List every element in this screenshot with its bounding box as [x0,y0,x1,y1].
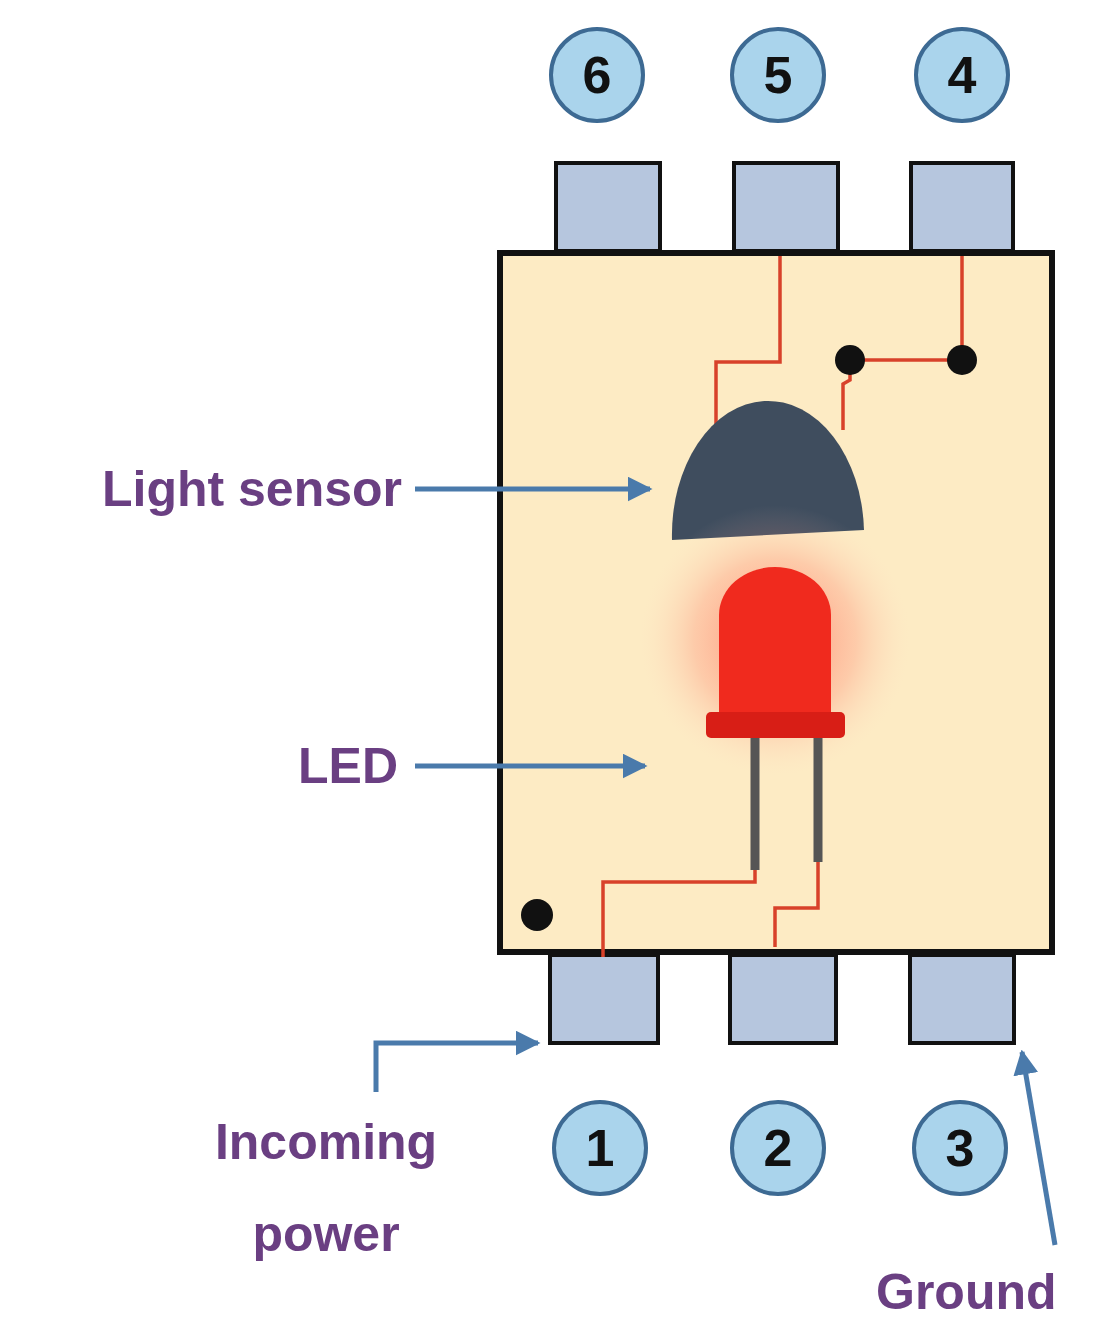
pin-number: 2 [764,1122,793,1174]
pin-number-circle: 1 [552,1100,648,1196]
wire [603,868,755,957]
chip-body [500,253,1052,952]
pin-number-circle: 2 [730,1100,826,1196]
leader-arrow [376,1043,538,1092]
led-glow [640,505,910,775]
wire [716,256,780,425]
pin [911,163,1013,251]
leader-arrow [1022,1052,1055,1245]
pin1-marker [521,899,553,931]
pin-number: 3 [946,1122,975,1174]
pin [910,955,1014,1043]
pin-number-circle: 3 [912,1100,1008,1196]
wire [775,862,818,947]
pin-number-circle: 6 [549,27,645,123]
callout-label: Ground [876,1246,1057,1323]
pin-number: 5 [764,49,793,101]
pin-number: 4 [948,49,977,101]
led-leg [814,735,823,862]
callout-label: LED [298,720,398,813]
junction-dot [835,345,865,375]
led-leg [751,735,760,870]
pin [550,955,658,1043]
pin-number: 1 [586,1122,615,1174]
wire [603,256,962,957]
wire [843,256,962,430]
pin [734,163,838,251]
led-rim [706,712,845,738]
leader-arrow [415,764,645,769]
pin [730,955,836,1043]
led [719,567,831,715]
pin [556,163,660,251]
junction-dot [947,345,977,375]
callout-label: Light sensor [102,443,402,536]
leader-arrow [415,487,650,492]
callout-label: Incoming power [176,1096,476,1281]
pin-number-circle: 4 [914,27,1010,123]
pin-number-circle: 5 [730,27,826,123]
pin-number: 6 [583,49,612,101]
